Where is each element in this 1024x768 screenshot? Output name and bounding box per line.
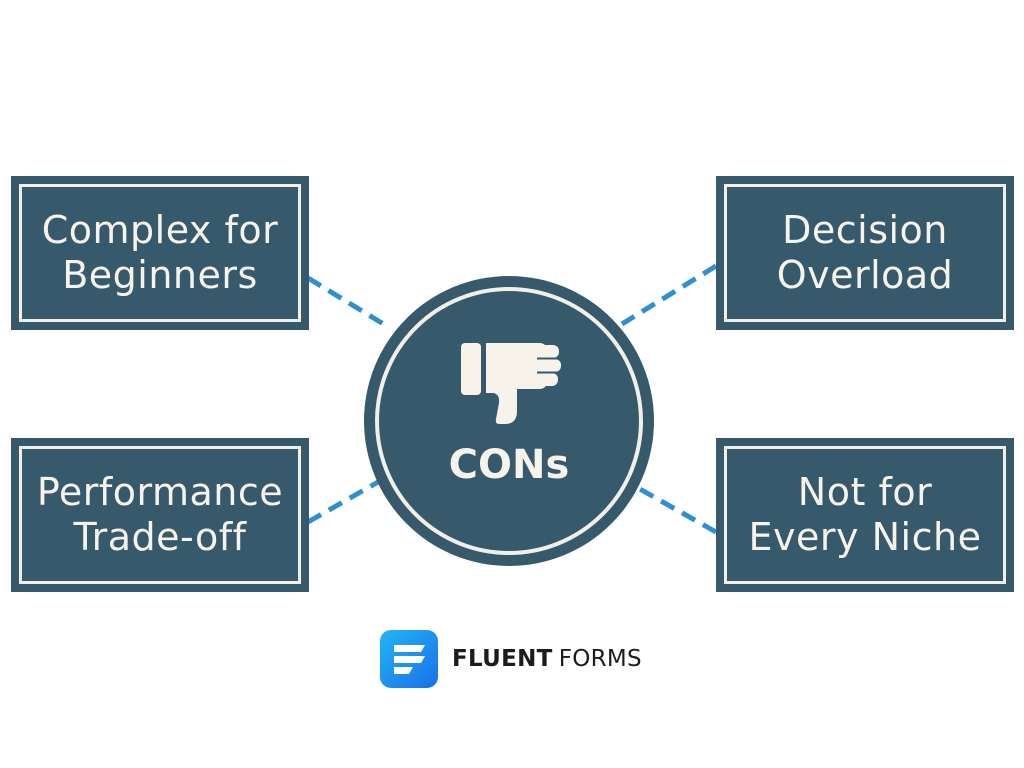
center-ring <box>375 287 643 555</box>
con-line: Performance <box>36 470 284 514</box>
thumbs-down-icon <box>461 343 561 424</box>
con-box-top-left: Complex for Beginners <box>11 176 309 330</box>
con-box-bottom-left: Performance Trade-off <box>11 438 309 592</box>
con-box-text: Complex for Beginners <box>42 208 279 298</box>
con-line: Not for <box>797 470 933 514</box>
con-box-frame: Decision Overload <box>724 184 1006 322</box>
con-box-bottom-right: Not for Every Niche <box>716 438 1014 592</box>
center-circle: CONs <box>364 276 654 566</box>
logo-text-bold: FLUENT <box>452 646 553 672</box>
con-line: Beginners <box>62 253 258 297</box>
logo-text-light: FORMS <box>558 646 642 672</box>
con-line: Complex for <box>41 208 279 252</box>
center-label: CONs <box>448 442 570 488</box>
con-box-top-right: Decision Overload <box>716 176 1014 330</box>
connector-bottom-left <box>306 479 380 525</box>
con-box-frame: Not for Every Niche <box>724 446 1006 584</box>
con-line: Overload <box>776 253 954 297</box>
con-box-text: Performance Trade-off <box>37 470 283 560</box>
con-box-text: Decision Overload <box>777 208 954 298</box>
connector-top-left <box>306 275 392 331</box>
fluent-forms-logo-icon <box>380 630 438 688</box>
con-box-frame: Complex for Beginners <box>19 184 301 322</box>
con-line: Every Niche <box>748 515 982 559</box>
connector-top-right <box>620 263 718 327</box>
con-box-text: Not for Every Niche <box>749 470 982 560</box>
con-box-frame: Performance Trade-off <box>19 446 301 584</box>
con-line: Trade-off <box>73 515 247 559</box>
con-line: Decision <box>782 208 948 252</box>
connector-bottom-right <box>636 485 718 535</box>
